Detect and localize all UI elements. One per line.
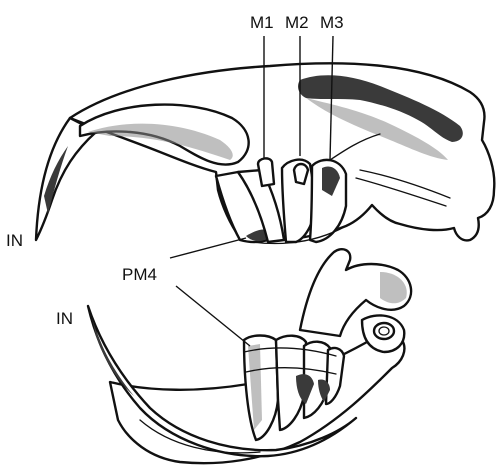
pm4-leader-upper: [170, 238, 246, 258]
upper-incisor: [36, 118, 96, 240]
label-in-lower: IN: [56, 309, 73, 328]
label-m1: M1: [250, 13, 274, 32]
upper-m2-cusp: [294, 164, 308, 184]
upper-skull: [36, 63, 494, 243]
label-m2: M2: [285, 13, 309, 32]
mandibular-foramen-inner: [379, 327, 389, 335]
pm4-leader-lower: [176, 286, 250, 346]
label-pm4: PM4: [122, 265, 157, 284]
label-m3: M3: [320, 13, 344, 32]
upper-m1-cusp: [258, 158, 274, 186]
label-in-upper: IN: [6, 231, 23, 250]
